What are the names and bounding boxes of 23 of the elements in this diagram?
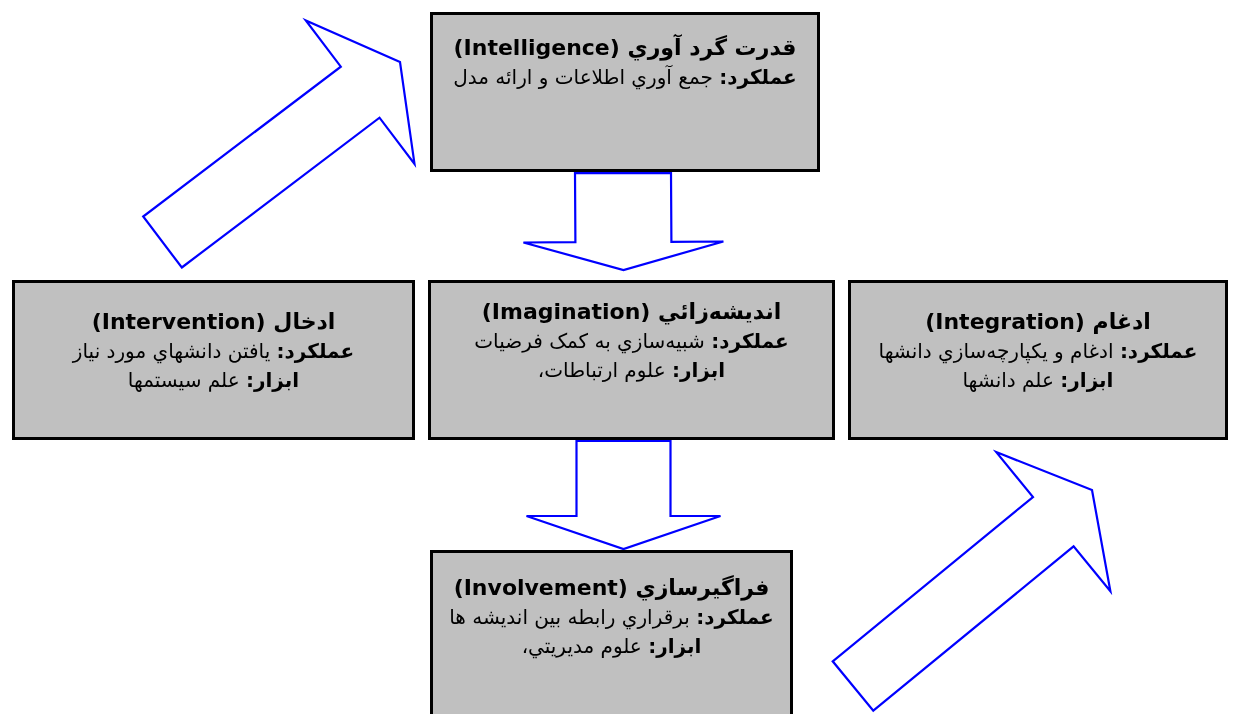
box-text: عملکرد: يافتن دانشهاي مورد نياز — [71, 338, 356, 366]
box-text: ابزار: علوم ارتباطات، — [536, 357, 727, 384]
box-text: ابزار: علوم مديريتي، — [520, 633, 703, 661]
box-heading: فراگيرسازي (Involvement) — [452, 574, 771, 603]
block-arrow — [831, 449, 1113, 713]
process-box — [848, 280, 1228, 440]
process-box — [12, 280, 415, 440]
box-text: عملکرد: برقراري رابطه بين انديشه ها — [448, 604, 775, 632]
block-arrow — [141, 17, 417, 270]
box-text: عملکرد: جمع آوري اطلاعات و ارائه مدل — [452, 64, 798, 92]
process-box — [430, 550, 793, 714]
box-heading: قدرت گرد آوري (Intelligence) — [452, 33, 798, 63]
box-heading: انديشه‌زائي (Imagination) — [480, 298, 783, 327]
block-arrow — [522, 171, 725, 272]
process-box — [430, 12, 820, 172]
box-text: عملکرد: شبيه‌سازي به کمک فرضيات — [473, 328, 790, 356]
box-heading: ادخال (Intervention) — [90, 308, 337, 336]
process-box — [428, 280, 835, 440]
box-text: ابزار: علم دانشها — [961, 367, 1115, 394]
box-text: عملکرد: ادغام و يکپارچه‌سازي دانشها — [877, 338, 1199, 366]
block-arrow — [525, 439, 722, 551]
box-heading: ادغام (Integration) — [924, 308, 1152, 336]
box-text: ابزار: علم سيستمها — [126, 367, 301, 394]
